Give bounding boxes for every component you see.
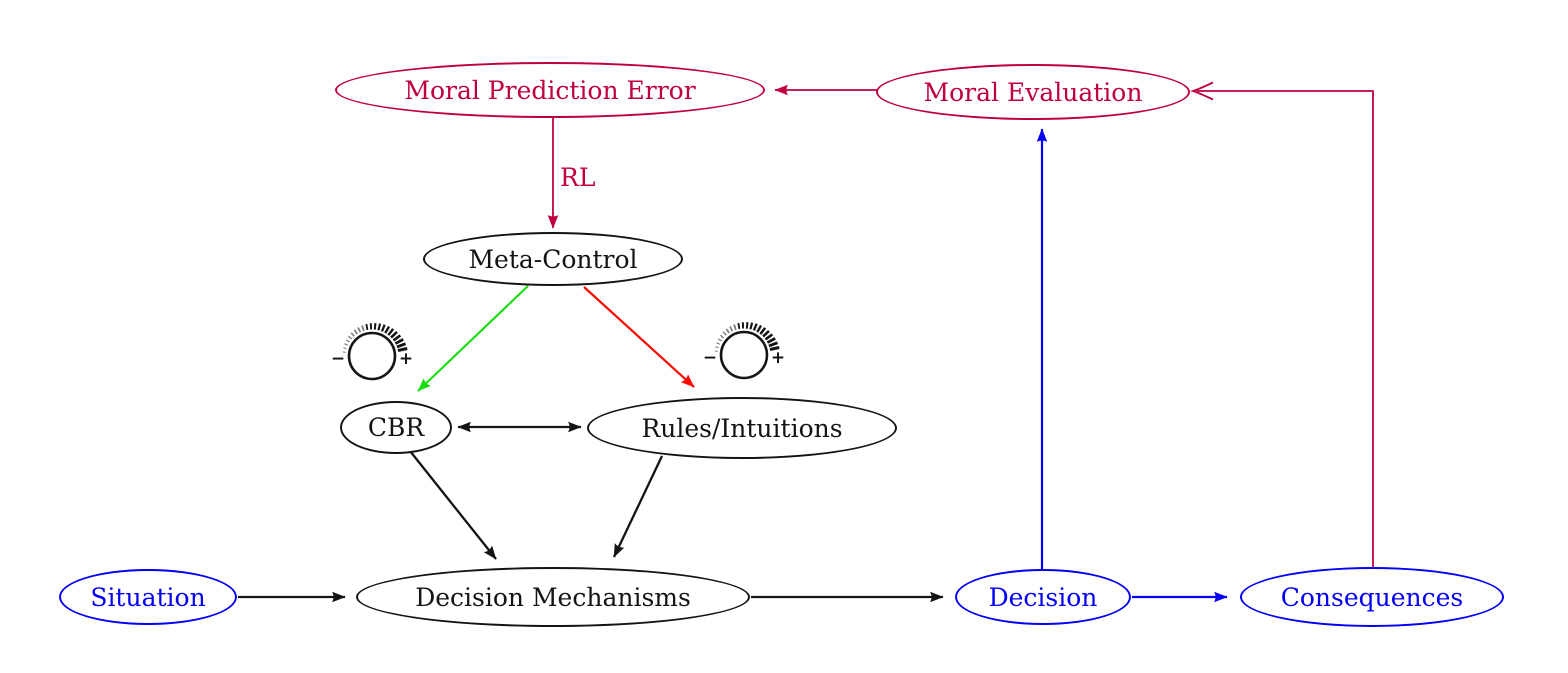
- knob-tick: [733, 324, 737, 331]
- cbr-gain-knob-icon: − +: [331, 322, 413, 381]
- knob-tick: [729, 326, 734, 332]
- knob-circle: [347, 331, 397, 381]
- node-moral-evaluation: Moral Evaluation: [876, 64, 1190, 120]
- node-label: Moral Prediction Error: [404, 75, 696, 105]
- knob-tick: [756, 324, 763, 333]
- node-label: Moral Evaluation: [923, 77, 1143, 107]
- knob-tick: [390, 330, 398, 339]
- edge-consequences-to-moral-evaluation: [1197, 90, 1374, 568]
- knob-tick: [716, 342, 721, 345]
- node-label: CBR: [367, 413, 425, 442]
- knob-tick: [380, 324, 386, 332]
- knob-tick: [365, 323, 369, 331]
- knob-plus-label: +: [399, 349, 413, 369]
- knob-tick: [344, 343, 349, 346]
- knob-tick: [347, 335, 353, 340]
- node-label: Meta-Control: [468, 244, 638, 274]
- node-moral-prediction-error: Moral Prediction Error: [335, 62, 765, 118]
- knob-tick: [722, 331, 727, 336]
- edge-cbr-to-decision-mechanisms: [409, 450, 497, 560]
- knob-tick: [759, 327, 767, 335]
- knob-tick: [345, 339, 350, 343]
- rl-edge-label: RL: [560, 163, 596, 192]
- knob-minus-label: −: [331, 349, 345, 369]
- node-consequences: Consequences: [1240, 567, 1504, 627]
- knob-tick: [737, 322, 741, 330]
- node-decision-mechanisms: Decision Mechanisms: [356, 567, 750, 627]
- knob-tick: [394, 338, 404, 345]
- knob-tick: [749, 322, 754, 330]
- knob-tick: [353, 329, 358, 335]
- knob-tick: [384, 325, 391, 334]
- node-situation: Situation: [59, 569, 237, 625]
- knob-tick: [350, 332, 355, 337]
- knob-tick: [764, 333, 774, 341]
- knob-tick: [768, 341, 779, 348]
- knob-tick: [719, 334, 725, 339]
- knob-tick: [397, 347, 408, 352]
- node-label: Decision: [988, 582, 1098, 612]
- node-rules-intuitions: Rules/Intuitions: [587, 397, 897, 459]
- node-meta-control: Meta-Control: [423, 232, 683, 286]
- knob-tick: [396, 342, 407, 349]
- edge-meta-control-to-rules-intuitions: [583, 286, 695, 388]
- knob-tick: [769, 346, 780, 351]
- knob-tick: [377, 323, 382, 331]
- knob-tick: [357, 327, 362, 333]
- knob-plus-label: +: [771, 348, 785, 368]
- node-label: Consequences: [1280, 582, 1464, 612]
- knob-tick: [745, 321, 749, 329]
- knob-tick: [766, 337, 776, 344]
- knob-tick: [387, 328, 395, 336]
- node-cbr: CBR: [340, 401, 452, 454]
- node-label: Situation: [90, 582, 206, 612]
- rules-gain-knob-icon: − +: [703, 321, 785, 380]
- node-label: Rules/Intuitions: [641, 413, 843, 443]
- knob-tick: [715, 346, 719, 349]
- edge-rules-to-decision-mechanisms: [612, 455, 664, 558]
- knob-tick: [717, 338, 722, 342]
- knob-tick: [762, 329, 770, 338]
- knob-minus-label: −: [703, 348, 717, 368]
- knob-tick: [373, 322, 377, 330]
- knob-circle: [719, 330, 769, 380]
- node-decision: Decision: [955, 569, 1131, 625]
- knob-tick: [343, 347, 347, 350]
- edge-meta-control-to-cbr: [417, 285, 529, 392]
- knob-tick: [361, 325, 365, 332]
- knob-tick: [725, 328, 730, 334]
- knob-tick: [752, 323, 758, 331]
- open-arrowhead-into-moral-evaluation: [1189, 81, 1214, 101]
- node-label: Decision Mechanisms: [415, 582, 691, 612]
- knob-tick: [392, 334, 402, 342]
